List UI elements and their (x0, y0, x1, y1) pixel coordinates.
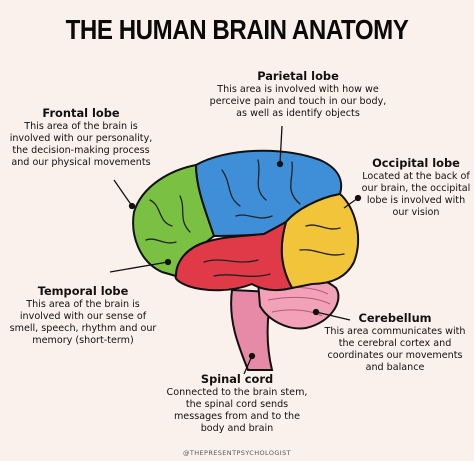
parietal-pointer (279, 125, 283, 165)
spinal-cord-label: Spinal cord Connected to the brain stem,… (162, 373, 312, 435)
credit-handle: @THEPRESENTPSYCHOLOGIST (182, 449, 292, 457)
parietal-lobe-description: This area is involved with how we percei… (209, 84, 387, 119)
cerebellum-name: Cerebellum (358, 311, 432, 325)
cerebellum-label: Cerebellum This area communicates with t… (320, 312, 470, 374)
temporal-lobe-label: Temporal lobe This area of the brain is … (8, 285, 158, 347)
occipital-lobe-description: Located at the back of our brain, the oc… (361, 171, 471, 218)
parietal-lobe-name: Parietal lobe (257, 69, 339, 83)
temporal-lobe-name: Temporal lobe (37, 284, 129, 298)
page-title: THE HUMAN BRAIN ANATOMY (65, 14, 409, 45)
occipital-lobe-region (280, 192, 359, 290)
temporal-lobe-description: This area of the brain is involved with … (9, 299, 157, 346)
cerebellum-description: This area communicates with the cerebral… (324, 326, 466, 373)
occipital-lobe-label: Occipital lobe Located at the back of ou… (360, 157, 472, 219)
cerebellum-pointer (315, 311, 351, 321)
spinal-cord-description: Connected to the brain stem, the spinal … (166, 387, 308, 434)
spinal-pointer (243, 355, 253, 375)
parietal-lobe-label: Parietal lobe This area is involved with… (208, 70, 388, 120)
temporal-pointer (109, 261, 169, 273)
frontal-pointer (113, 179, 133, 207)
temporal-lobe-region (174, 219, 294, 292)
spinal-cord-name: Spinal cord (200, 372, 274, 386)
frontal-lobe-description: This area of the brain is involved with … (9, 121, 153, 168)
frontal-lobe-name: Frontal lobe (42, 106, 120, 120)
frontal-lobe-label: Frontal lobe This area of the brain is i… (6, 107, 156, 169)
occipital-lobe-name: Occipital lobe (372, 156, 460, 170)
